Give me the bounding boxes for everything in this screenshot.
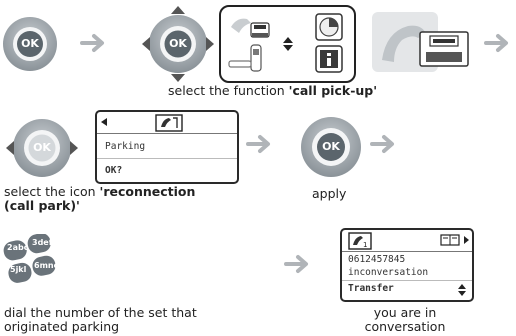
pie-chart-icon bbox=[315, 13, 343, 41]
info-icon bbox=[315, 45, 343, 73]
reconnection-icon bbox=[155, 114, 183, 132]
caption-select-function: select the function 'call pick-up' bbox=[168, 84, 377, 98]
caption-text: dial the number of the set that bbox=[4, 305, 197, 320]
key-3: 3def bbox=[32, 238, 53, 247]
ok-key-label: OK bbox=[21, 37, 39, 50]
navigator-key: OK bbox=[140, 4, 216, 84]
call-pickup-icon bbox=[231, 18, 270, 38]
caption-text: apply bbox=[312, 186, 347, 201]
caption-apply: apply bbox=[312, 187, 346, 201]
dual-line-icon bbox=[440, 234, 460, 246]
arrow-right-icon bbox=[246, 135, 270, 153]
key-5: 5jkl bbox=[10, 265, 27, 274]
caption-bold-text: (call park)' bbox=[4, 198, 80, 213]
caption-text: conversation bbox=[364, 319, 446, 334]
caption-text: select the icon bbox=[4, 184, 100, 199]
screen-phone-number: 0612457845 bbox=[348, 254, 406, 265]
caption-text: you are in bbox=[373, 305, 437, 320]
right-arrow-icon bbox=[464, 236, 469, 244]
ok-key: OK bbox=[300, 116, 362, 178]
screen-call-status: inconversation bbox=[348, 267, 429, 278]
phone-screen-conversation: 1 0612457845 inconversation Transfer bbox=[340, 228, 474, 302]
navigator-key-left-right: OK bbox=[4, 116, 80, 180]
arrow-right-icon bbox=[80, 34, 104, 52]
up-down-icon bbox=[458, 284, 466, 296]
caption-bold-text: 'call pick-up' bbox=[288, 83, 378, 98]
handset-tube-icon bbox=[228, 44, 262, 72]
caption-in-conversation: you are in conversation bbox=[350, 306, 460, 334]
caption-bold-text: 'reconnection bbox=[99, 184, 196, 199]
left-arrow-icon bbox=[101, 118, 107, 126]
screen-line-ok-prompt: OK? bbox=[105, 165, 123, 176]
caption-dial-number: dial the number of the set that originat… bbox=[4, 306, 234, 334]
key-6: 6mno bbox=[34, 261, 60, 270]
arrow-right-icon bbox=[370, 135, 394, 153]
hand-pickup-phone-icon bbox=[372, 12, 474, 72]
key-2: 2abc bbox=[7, 243, 29, 252]
screen-line-parking: Parking bbox=[105, 141, 146, 152]
ok-key: OK bbox=[2, 16, 58, 72]
phone-screen-parking: Parking OK? bbox=[95, 110, 239, 184]
caption-text: select the function bbox=[168, 83, 289, 98]
caption-text: originated parking bbox=[4, 319, 120, 334]
function-select-panel bbox=[219, 5, 356, 83]
ok-key-label: OK bbox=[322, 140, 340, 153]
arrow-right-icon bbox=[284, 255, 308, 273]
arrow-right-icon bbox=[484, 34, 508, 52]
ok-key-label: OK bbox=[169, 37, 187, 50]
keypad-keys: 2abc 3def 5jkl 6mno bbox=[2, 233, 60, 286]
handset-call-icon: 1 bbox=[348, 232, 372, 250]
screen-transfer-option: Transfer bbox=[348, 283, 394, 294]
up-down-icon bbox=[283, 37, 293, 51]
svg-text:1: 1 bbox=[363, 241, 367, 249]
caption-select-icon: select the icon 'reconnection (call park… bbox=[4, 185, 224, 213]
ok-key-label: OK bbox=[33, 141, 51, 154]
